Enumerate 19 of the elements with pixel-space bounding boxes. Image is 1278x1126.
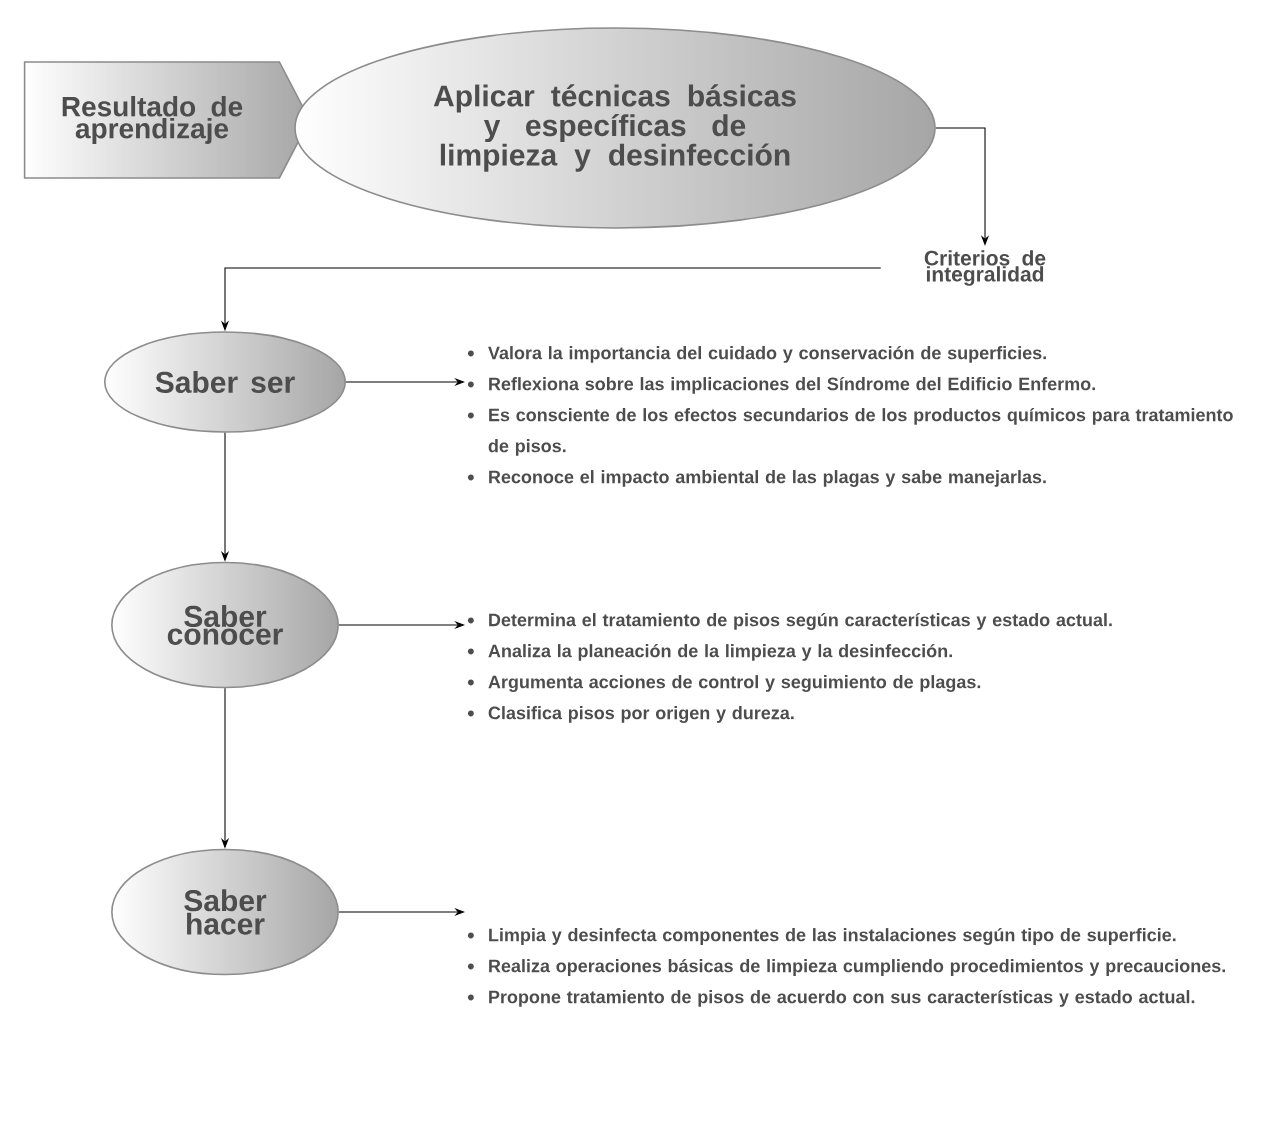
list-item: Realiza operaciones básicas de limpieza cumpliendo procedimientos y precauciones. xyxy=(489,958,1225,976)
list-item: Analiza la planeación de la limpieza y la desinfección. xyxy=(488,643,952,661)
list-item: Es consciente de los efectos secundarios de los productos químicos para tratamiento de pisos. xyxy=(488,407,1233,456)
list-item: Reconoce el impacto ambiental de las plagas y sabe manejarlas. xyxy=(489,470,1046,487)
ellipse-node: Saber ser xyxy=(104,331,346,433)
list-item: Clasifica pisos por origen y dureza. xyxy=(488,706,794,723)
bullet-list xyxy=(467,345,1233,487)
list-item: Valora la importancia del cuidado y conservación de superficies. xyxy=(488,345,1046,363)
bullet-list xyxy=(467,927,1225,1007)
list-item: Limpia y desinfecta componentes de las instalaciones según tipo de superficie. xyxy=(489,927,1176,945)
list-item: Reflexiona sobre las implicaciones del Síndrome del Edificio Enfermo. xyxy=(489,376,1095,394)
ellipse-node: Saber hacer xyxy=(111,848,339,976)
list-item: Determina el tratamiento de pisos según características y estado actual. xyxy=(489,612,1112,630)
bullet-list xyxy=(467,612,1112,723)
label-text: Criterios de integralidad xyxy=(924,250,1046,286)
ellipse-node: Saber conocer xyxy=(111,561,339,689)
list-item: Argumenta acciones de control y seguimiento de plagas. xyxy=(488,675,981,692)
pentagon-arrow-box: Resultado de aprendizaje xyxy=(23,61,311,179)
list-item: Propone tratamiento de pisos de acuerdo con sus características y estado actual. xyxy=(489,989,1195,1007)
